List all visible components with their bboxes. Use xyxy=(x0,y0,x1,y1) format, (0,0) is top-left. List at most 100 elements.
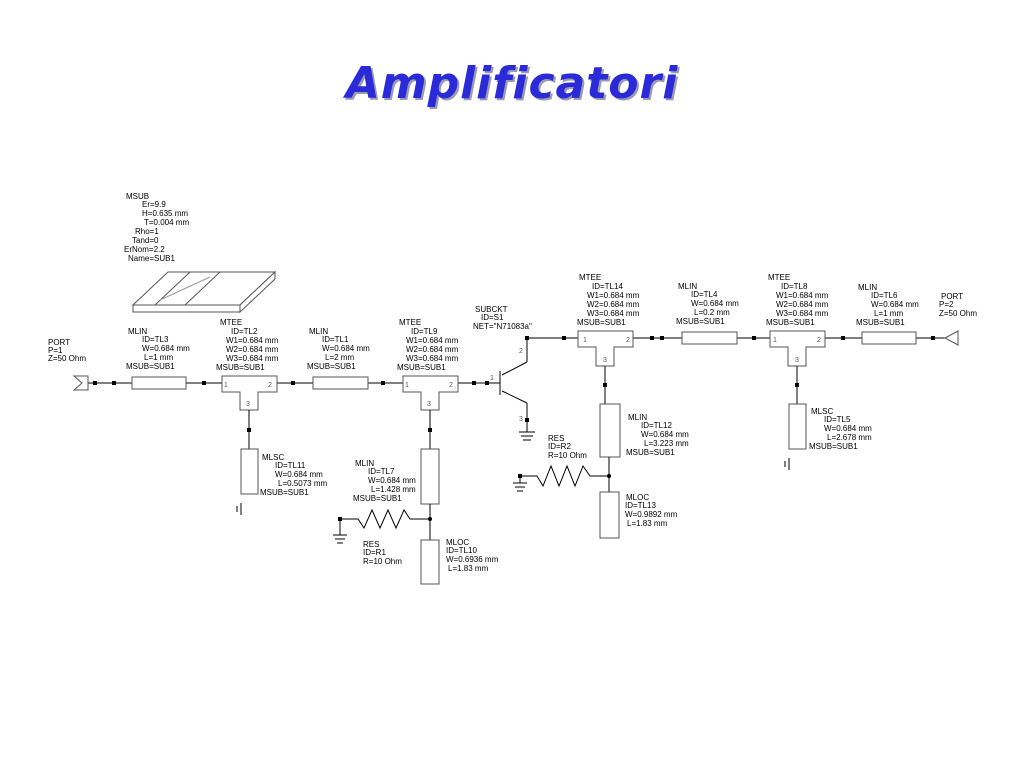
svg-text:Name=SUB1: Name=SUB1 xyxy=(128,254,175,263)
svg-text:3: 3 xyxy=(246,401,250,408)
svg-text:MSUB=SUB1: MSUB=SUB1 xyxy=(856,318,905,327)
svg-text:RES: RES xyxy=(363,540,379,549)
s1-label: SUBCKT ID=S1 NET="N71083a" xyxy=(473,305,532,331)
port-2 xyxy=(943,330,959,346)
svg-text:3: 3 xyxy=(603,357,607,364)
svg-text:PORT: PORT xyxy=(48,338,70,347)
svg-text:MSUB=SUB1: MSUB=SUB1 xyxy=(626,448,675,457)
svg-text:MSUB=SUB1: MSUB=SUB1 xyxy=(397,363,446,372)
r2-label: RES ID=R2 R=10 Ohm xyxy=(548,434,587,460)
tl3-label: MLIN ID=TL3 W=0.684 mm L=1 mm MSUB=SUB1 xyxy=(126,327,190,371)
svg-text:P=2: P=2 xyxy=(939,300,954,309)
branch-tl12 xyxy=(513,366,621,539)
svg-text:W2=0.684 mm: W2=0.684 mm xyxy=(406,345,459,354)
svg-text:MLIN: MLIN xyxy=(678,282,697,291)
svg-text:L=3.223 mm: L=3.223 mm xyxy=(644,439,689,448)
svg-text:L=1.428 mm: L=1.428 mm xyxy=(371,485,416,494)
mlin-tl6-box xyxy=(861,331,917,345)
tl6-label: MLIN ID=TL6 W=0.684 mm L=1 mm MSUB=SUB1 xyxy=(856,283,919,327)
svg-text:ID=TL9: ID=TL9 xyxy=(411,327,438,336)
pin-labels: 1 2 3 1 2 3 1 2 3 1 2 3 1 2 3 xyxy=(224,337,821,423)
svg-text:W1=0.684 mm: W1=0.684 mm xyxy=(587,291,640,300)
svg-text:1: 1 xyxy=(773,337,777,344)
svg-text:W=0.684 mm: W=0.684 mm xyxy=(142,344,190,353)
svg-text:MLIN: MLIN xyxy=(128,327,147,336)
svg-text:MSUB=SUB1: MSUB=SUB1 xyxy=(809,442,858,451)
svg-text:H=0.635 mm: H=0.635 mm xyxy=(142,209,188,218)
svg-text:L=2.678 mm: L=2.678 mm xyxy=(827,433,872,442)
svg-text:Rho=1: Rho=1 xyxy=(135,227,159,236)
svg-text:ID=TL13: ID=TL13 xyxy=(625,501,656,510)
svg-text:ID=TL1: ID=TL1 xyxy=(322,335,349,344)
svg-text:P=1: P=1 xyxy=(48,346,63,355)
svg-text:W3=0.684 mm: W3=0.684 mm xyxy=(587,309,640,318)
svg-text:MSUB=SUB1: MSUB=SUB1 xyxy=(216,363,265,372)
tl11-label: MLSC ID=TL11 W=0.684 mm L=0.5073 mm MSUB… xyxy=(260,453,327,497)
svg-text:MSUB=SUB1: MSUB=SUB1 xyxy=(766,318,815,327)
svg-text:ID=R2: ID=R2 xyxy=(548,442,571,451)
svg-text:W=0.9892 mm: W=0.9892 mm xyxy=(625,510,678,519)
svg-text:ID=TL11: ID=TL11 xyxy=(275,461,306,470)
svg-text:ID=R1: ID=R1 xyxy=(363,548,386,557)
svg-text:2: 2 xyxy=(268,382,272,389)
r1-label: RES ID=R1 R=10 Ohm xyxy=(363,540,402,566)
mtee-tl9 xyxy=(402,375,459,411)
svg-text:3: 3 xyxy=(519,416,523,423)
svg-text:ID=TL7: ID=TL7 xyxy=(368,467,395,476)
tl5-label: MLSC ID=TL5 W=0.684 mm L=2.678 mm MSUB=S… xyxy=(809,407,872,451)
svg-text:W=0.684 mm: W=0.684 mm xyxy=(824,424,872,433)
svg-text:Z=50 Ohm: Z=50 Ohm xyxy=(939,309,977,318)
mlin-tl4-box xyxy=(681,331,738,345)
svg-text:2: 2 xyxy=(449,382,453,389)
svg-text:ID=TL6: ID=TL6 xyxy=(871,291,898,300)
tl10-label: MLOC ID=TL10 W=0.6936 mm L=1.83 mm xyxy=(446,538,499,573)
svg-text:MSUB=SUB1: MSUB=SUB1 xyxy=(307,362,356,371)
svg-text:MSUB=SUB1: MSUB=SUB1 xyxy=(126,362,175,371)
svg-text:1: 1 xyxy=(583,337,587,344)
svg-text:MSUB: MSUB xyxy=(126,192,149,201)
svg-text:SUBCKT: SUBCKT xyxy=(475,305,508,314)
svg-text:W=0.6936 mm: W=0.6936 mm xyxy=(446,555,499,564)
svg-text:ID=TL10: ID=TL10 xyxy=(446,546,477,555)
svg-text:W=0.684 mm: W=0.684 mm xyxy=(871,300,919,309)
svg-text:ID=TL2: ID=TL2 xyxy=(231,327,258,336)
svg-text:1: 1 xyxy=(490,375,494,382)
svg-text:MSUB=SUB1: MSUB=SUB1 xyxy=(353,494,402,503)
svg-text:1: 1 xyxy=(224,382,228,389)
tl1-label: MLIN ID=TL1 W=0.684 mm L=2 mm MSUB=SUB1 xyxy=(307,327,370,371)
svg-text:L=1 mm: L=1 mm xyxy=(144,353,173,362)
svg-text:W=0.684 mm: W=0.684 mm xyxy=(275,470,323,479)
svg-text:NET="N71083a": NET="N71083a" xyxy=(473,322,532,331)
svg-text:RES: RES xyxy=(548,434,564,443)
svg-text:L=2 mm: L=2 mm xyxy=(325,353,354,362)
svg-text:Z=50 Ohm: Z=50 Ohm xyxy=(48,354,86,363)
svg-text:L=1.83 mm: L=1.83 mm xyxy=(627,519,668,528)
svg-text:W3=0.684 mm: W3=0.684 mm xyxy=(776,309,829,318)
svg-text:2: 2 xyxy=(817,337,821,344)
svg-text:ID=S1: ID=S1 xyxy=(481,313,504,322)
svg-text:MLIN: MLIN xyxy=(858,283,877,292)
svg-text:MSUB=SUB1: MSUB=SUB1 xyxy=(577,318,626,327)
svg-text:W2=0.684 mm: W2=0.684 mm xyxy=(587,300,640,309)
mtee-tl14 xyxy=(577,330,634,367)
branch-tl11 xyxy=(236,410,259,515)
tl14-label: MTEE ID=TL14 W1=0.684 mm W2=0.684 mm W3=… xyxy=(577,273,640,327)
mlin-tl1-box xyxy=(312,376,369,390)
svg-text:MLIN: MLIN xyxy=(628,413,647,422)
svg-text:W2=0.684 mm: W2=0.684 mm xyxy=(226,345,279,354)
svg-text:W=0.684 mm: W=0.684 mm xyxy=(641,430,689,439)
svg-text:ID=TL8: ID=TL8 xyxy=(781,282,808,291)
page-title: Amplificatori xyxy=(345,58,679,109)
svg-text:R=10 Ohm: R=10 Ohm xyxy=(363,557,402,566)
tl12-label: MLIN ID=TL12 W=0.684 mm L=3.223 mm MSUB=… xyxy=(626,413,689,457)
tl7-label: MLIN ID=TL7 W=0.684 mm L=1.428 mm MSUB=S… xyxy=(353,459,416,503)
svg-text:MTEE: MTEE xyxy=(399,318,421,327)
svg-text:3: 3 xyxy=(427,401,431,408)
substrate-icon xyxy=(131,270,277,314)
tl8-label: MTEE ID=TL8 W1=0.684 mm W2=0.684 mm W3=0… xyxy=(766,273,829,327)
svg-text:L=0.5073 mm: L=0.5073 mm xyxy=(278,479,327,488)
port-1 xyxy=(72,375,89,391)
svg-text:R=10 Ohm: R=10 Ohm xyxy=(548,451,587,460)
svg-text:W3=0.684 mm: W3=0.684 mm xyxy=(406,354,459,363)
